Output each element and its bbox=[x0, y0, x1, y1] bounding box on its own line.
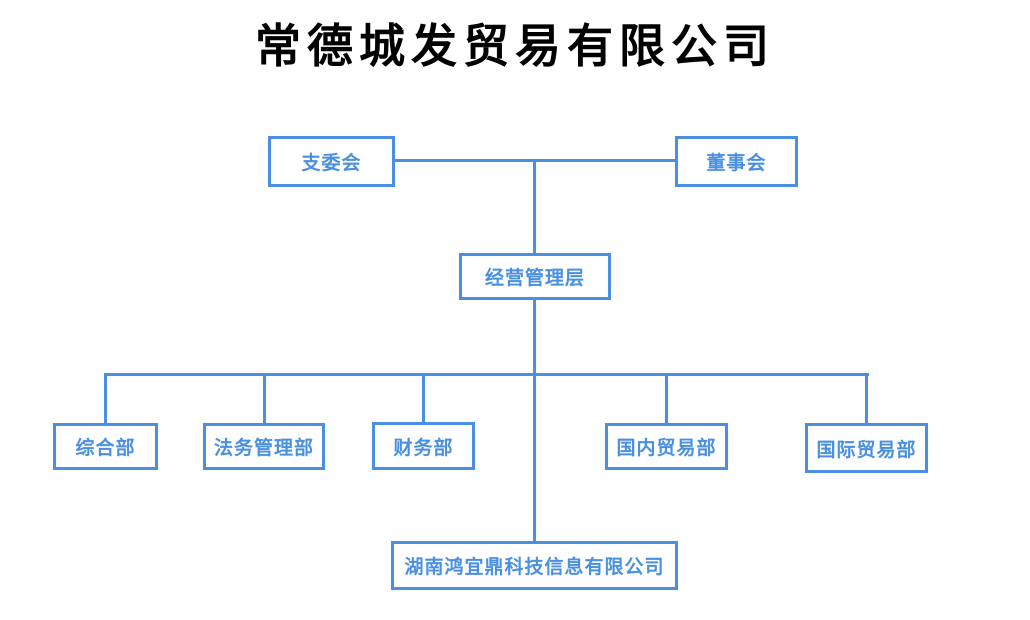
org-node-general-dept: 综合部 bbox=[53, 423, 158, 470]
connector-drop-general-dept bbox=[104, 374, 107, 423]
org-node-domestic-trade-dept: 国内贸易部 bbox=[605, 423, 728, 470]
org-node-finance-dept: 财务部 bbox=[372, 422, 475, 470]
org-node-international-trade-dept: 国际贸易部 bbox=[805, 423, 928, 473]
org-node-management-layer: 经营管理层 bbox=[459, 253, 611, 300]
connector-center-vertical-upper bbox=[533, 160, 536, 254]
org-node-branch-committee: 支委会 bbox=[268, 136, 395, 187]
connector-drop-legal-dept bbox=[263, 374, 266, 423]
connector-drop-domestic-trade-dept bbox=[665, 374, 668, 423]
org-node-legal-management-dept: 法务管理部 bbox=[203, 423, 325, 470]
connector-drop-finance-dept bbox=[422, 374, 425, 422]
connector-departments-bus bbox=[104, 373, 869, 376]
connector-center-vertical-lower bbox=[533, 299, 536, 542]
org-node-board-of-directors: 董事会 bbox=[675, 136, 798, 187]
org-node-subsidiary-company: 湖南鸿宜鼎科技信息有限公司 bbox=[391, 541, 678, 590]
page-title: 常德城发贸易有限公司 bbox=[255, 19, 775, 73]
connector-drop-international-trade-dept bbox=[865, 374, 868, 423]
